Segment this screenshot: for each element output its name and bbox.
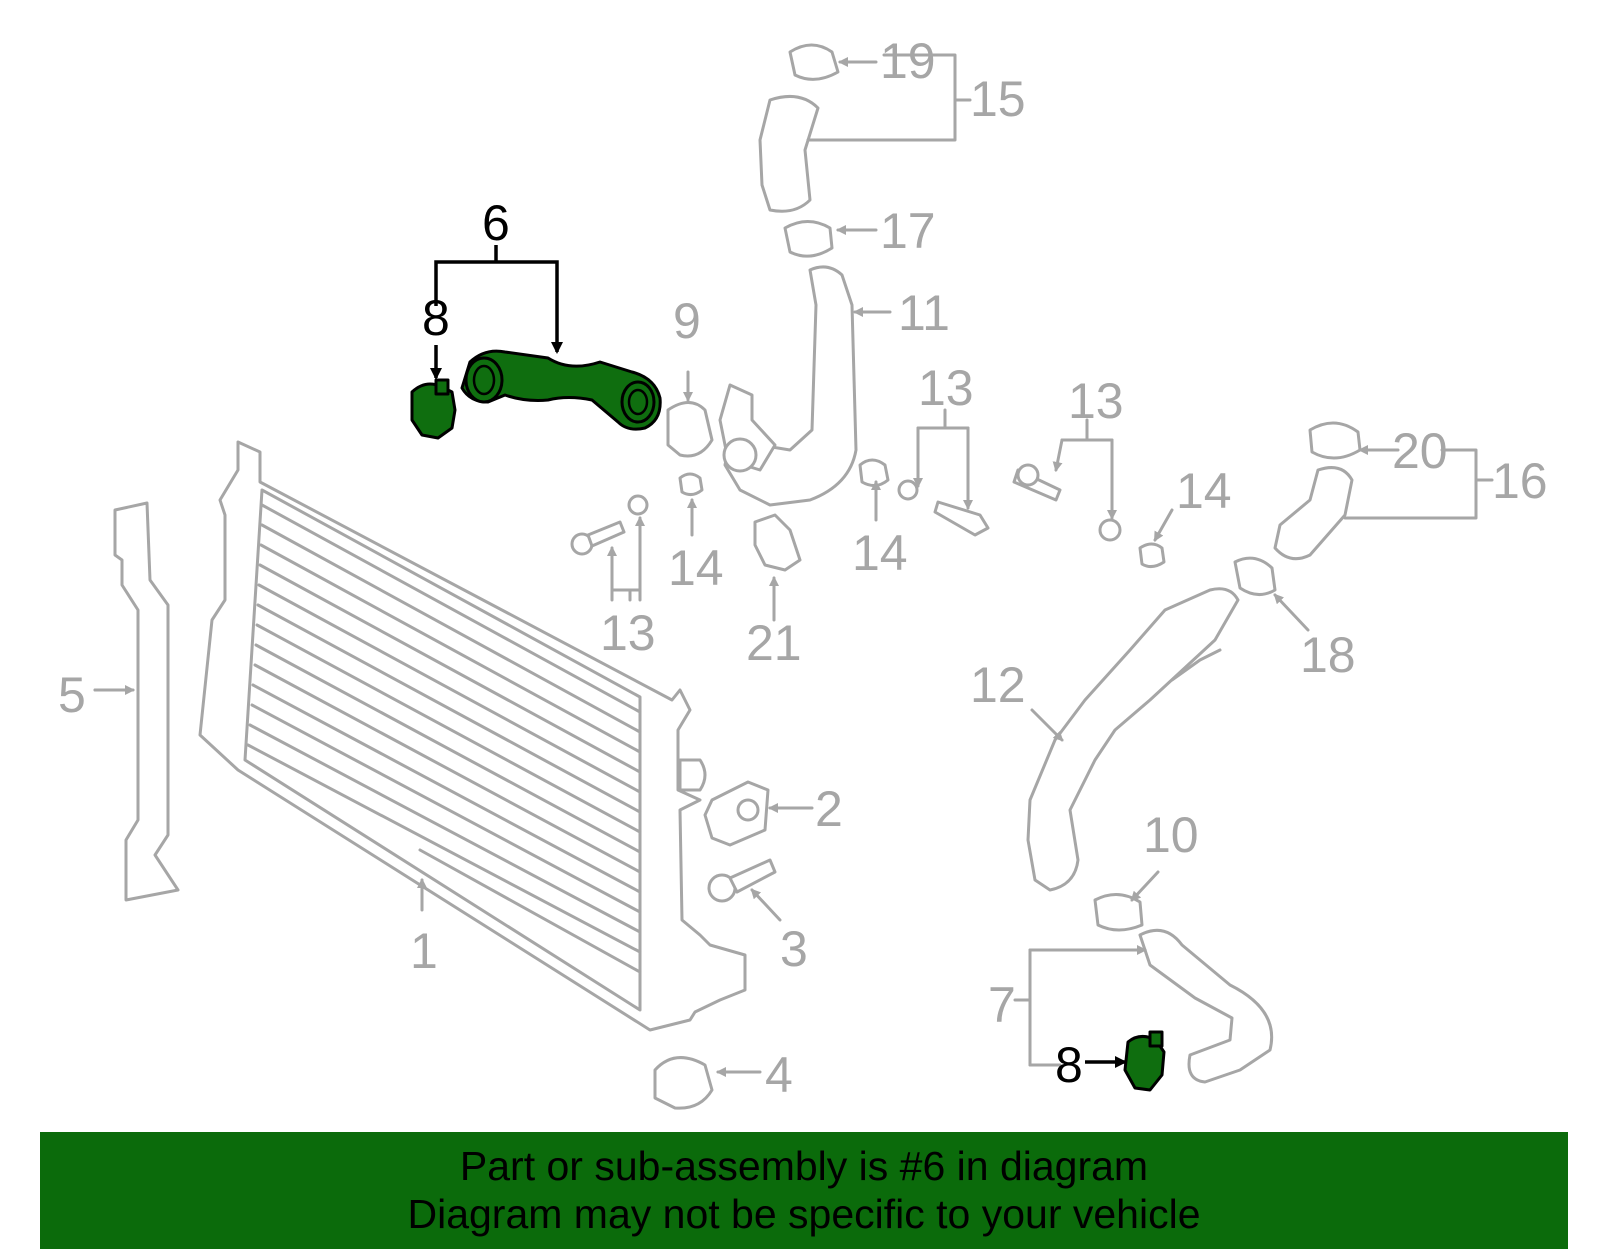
info-banner: Part or sub-assembly is #6 in diagram Di… <box>40 1132 1568 1249</box>
part-11-inlet <box>722 437 758 473</box>
part-17-clamp <box>783 220 834 258</box>
part-8-clamp-highlighted[interactable] <box>410 378 457 440</box>
part-8-clamp-highlighted-lower[interactable] <box>1123 1030 1166 1092</box>
callout-19: 19 <box>880 33 936 89</box>
part-7-hose <box>1138 928 1274 1084</box>
callout-2: 2 <box>815 781 843 837</box>
callout-14-a: 14 <box>668 540 724 596</box>
part-12-pipe <box>1026 587 1240 892</box>
callout-13-b: 13 <box>1068 373 1124 429</box>
part-2-hole <box>736 798 760 822</box>
part-2-plate <box>703 780 770 847</box>
callout-1: 1 <box>410 923 438 979</box>
callout-21: 21 <box>746 615 802 671</box>
black-leaders <box>430 245 1127 1068</box>
callout-4: 4 <box>765 1047 793 1103</box>
callout-7: 7 <box>988 977 1016 1033</box>
part-5-side-bracket <box>113 501 180 902</box>
callout-13-c: 13 <box>600 605 656 661</box>
part-20-clamp <box>1308 421 1362 460</box>
part-18-clamp <box>1233 556 1277 596</box>
part-21-sensor <box>753 513 802 572</box>
callout-12: 12 <box>970 657 1026 713</box>
callout-11: 11 <box>898 285 950 341</box>
callout-17: 17 <box>880 203 936 259</box>
callout-14-b: 14 <box>852 525 908 581</box>
callout-8-upper: 8 <box>422 290 450 346</box>
callout-14-c: 14 <box>1176 463 1232 519</box>
callout-labels: 1 2 3 4 5 6 7 8 8 9 10 11 12 13 13 13 14… <box>58 33 1548 1103</box>
part-10-clamp <box>1093 893 1144 932</box>
intercooler-fins <box>246 503 642 974</box>
small-fasteners <box>570 458 1166 569</box>
banner-line-2: Diagram may not be specific to your vehi… <box>407 1191 1201 1237</box>
part-6-hose-highlighted[interactable] <box>460 349 662 431</box>
part-15-hose <box>758 94 820 213</box>
callout-6: 6 <box>482 195 510 251</box>
banner-line-1: Part or sub-assembly is #6 in diagram <box>459 1143 1149 1189</box>
callout-3: 3 <box>780 921 808 977</box>
part-12-wire <box>1170 648 1222 682</box>
callout-8-lower: 8 <box>1055 1037 1083 1093</box>
callout-20: 20 <box>1392 423 1448 479</box>
part-9-clamp <box>666 401 714 458</box>
part-19-clamp <box>788 43 840 81</box>
callout-18: 18 <box>1300 627 1356 683</box>
callout-13-a: 13 <box>918 360 974 416</box>
gray-leaders <box>93 53 1494 1077</box>
callout-5: 5 <box>58 667 86 723</box>
callout-15: 15 <box>970 71 1026 127</box>
part-3-bolt <box>707 858 777 903</box>
part-16-hose <box>1273 466 1354 561</box>
part-4-cap <box>653 1056 714 1110</box>
callout-16: 16 <box>1492 453 1548 509</box>
callout-10: 10 <box>1143 807 1199 863</box>
part-1-intercooler <box>198 440 747 1032</box>
callout-9: 9 <box>673 293 701 349</box>
